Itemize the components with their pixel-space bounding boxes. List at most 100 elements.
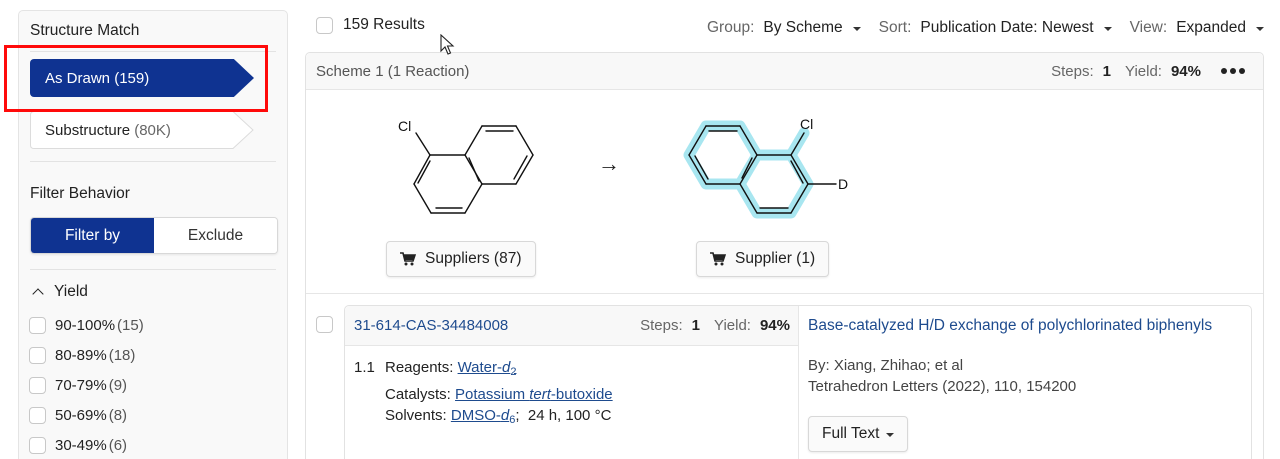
catalysts-line: Catalysts: Potassium tert-butoxide — [385, 384, 613, 406]
as-drawn-option[interactable]: As Drawn (159) — [30, 59, 254, 97]
yield-title: Yield — [54, 283, 88, 300]
scheme-meta: Steps: 1 Yield: 94% — [1051, 63, 1253, 80]
view-label: View: — [1129, 19, 1168, 36]
reference-source: Tetrahedron Letters (2022), 110, 154200 — [808, 378, 1077, 395]
product-structure[interactable]: Cl D — [676, 111, 851, 226]
conditions-text: ; 24 h, 100 °C — [515, 407, 612, 424]
catalysts-label: Catalysts: — [385, 385, 451, 403]
atom-label-cl: Cl — [800, 116, 813, 132]
divider — [30, 161, 276, 162]
cart-icon — [400, 252, 416, 266]
reaction-arrow: → — [598, 151, 620, 176]
sort-value: Publication Date: Newest — [920, 19, 1094, 36]
yield-option-label: 30-49% — [55, 436, 107, 454]
structure-match-title: Structure Match — [30, 22, 140, 39]
sort-label: Sort: — [878, 19, 912, 36]
yield-option-label: 90-100% — [55, 316, 116, 334]
reactant-structure[interactable]: Cl — [386, 111, 536, 221]
step-number: 1.1 — [354, 359, 375, 376]
results-header: 159 Results — [316, 16, 425, 34]
yield-option-count: (8) — [108, 406, 128, 424]
solvent-link[interactable]: DMSO-d6 — [450, 407, 516, 426]
results-controls: Group: By Scheme Sort: Publication Date:… — [689, 19, 1264, 37]
checkbox[interactable] — [29, 436, 46, 454]
more-options-icon[interactable] — [1221, 68, 1245, 74]
view-dropdown[interactable]: View: Expanded — [1130, 19, 1264, 37]
reaction-details: 31-614-CAS-34484008 Steps: 1 Yield: 94% … — [345, 306, 799, 459]
divider — [30, 269, 276, 270]
yield-section-toggle[interactable]: Yield — [30, 283, 88, 301]
yield-option-70-79[interactable]: 70-79% (9) — [29, 370, 144, 400]
sort-dropdown[interactable]: Sort: Publication Date: Newest — [879, 19, 1112, 37]
cart-icon — [710, 252, 726, 266]
view-value: Expanded — [1176, 19, 1246, 36]
divider — [30, 51, 276, 52]
checkbox[interactable] — [29, 376, 46, 394]
caret-down-icon — [1256, 27, 1264, 31]
chevron-shape — [30, 111, 254, 149]
select-all-checkbox[interactable] — [316, 16, 333, 34]
substructure-option[interactable]: Substructure (80K) — [30, 111, 254, 149]
catalyst-link[interactable]: Potassium tert-butoxide — [455, 385, 613, 403]
yield-label: Yield: — [1125, 62, 1162, 80]
reagents-label: Reagents: — [385, 359, 454, 376]
group-value: By Scheme — [763, 19, 843, 36]
yield-option-count: (9) — [108, 376, 128, 394]
filter-behavior-title: Filter Behavior — [30, 185, 130, 202]
atom-label-d: D — [838, 176, 848, 192]
results-count: 159 Results — [343, 16, 425, 33]
yield-value: 94% — [759, 317, 790, 334]
product-supplier-button[interactable]: Supplier (1) — [696, 241, 830, 277]
checkbox[interactable] — [29, 346, 46, 364]
substructure-count: (80K) — [134, 121, 171, 139]
scheme-header: Scheme 1 (1 Reaction) Steps: 1 Yield: 94… — [306, 53, 1263, 90]
yield-option-label: 80-89% — [55, 346, 107, 364]
caret-down-icon — [852, 27, 861, 31]
yield-value: 94% — [1170, 62, 1201, 80]
filter-by-button[interactable]: Filter by — [31, 218, 154, 253]
scheme-title: Scheme 1 (1 Reaction) — [316, 62, 470, 80]
reactant-suppliers-button[interactable]: Suppliers (87) — [386, 241, 536, 277]
checkbox[interactable] — [29, 406, 46, 424]
checkbox[interactable] — [29, 316, 46, 334]
yield-label: Yield: — [714, 317, 751, 334]
yield-option-count: (6) — [108, 436, 128, 454]
as-drawn-count: (159) — [114, 69, 150, 87]
reactant-suppliers-label: Suppliers (87) — [425, 250, 522, 267]
yield-option-30-49[interactable]: 30-49% (6) — [29, 430, 144, 459]
reaction-header: 31-614-CAS-34484008 Steps: 1 Yield: 94% — [345, 306, 798, 346]
substructure-label: Substructure — [45, 121, 131, 139]
yield-option-count: (15) — [117, 316, 144, 334]
full-text-button[interactable]: Full Text — [808, 416, 909, 452]
as-drawn-label: As Drawn — [45, 69, 111, 87]
full-text-label: Full Text — [822, 425, 880, 442]
yield-option-90-100[interactable]: 90-100% (15) — [29, 310, 144, 340]
filter-behavior-toggle: Filter by Exclude — [30, 217, 278, 254]
group-label: Group: — [707, 19, 755, 36]
reaction-select-checkbox[interactable] — [316, 316, 333, 333]
reaction-id-link[interactable]: 31-614-CAS-34484008 — [354, 317, 509, 334]
reference-authors: By: Xiang, Zhihao; et al — [808, 357, 964, 374]
yield-option-80-89[interactable]: 80-89% (18) — [29, 340, 144, 370]
solvents-label: Solvents: — [385, 407, 447, 424]
solvents-line: Solvents: DMSO-d6; 24 h, 100 °C — [385, 405, 613, 432]
reagents-line: Reagents: Water-d2 — [385, 357, 613, 384]
yield-option-50-69[interactable]: 50-69% (8) — [29, 400, 144, 430]
chevron-up-icon — [32, 288, 44, 300]
yield-option-count: (18) — [108, 346, 136, 364]
highlight-annotation-box — [4, 45, 268, 112]
reagent-link[interactable]: Water-d2 — [457, 359, 517, 378]
steps-value: 1 — [1102, 62, 1111, 80]
reaction-card: 31-614-CAS-34484008 Steps: 1 Yield: 94% … — [344, 305, 1252, 459]
exclude-button[interactable]: Exclude — [154, 218, 277, 253]
reference-title-link[interactable]: Base-catalyzed H/D exchange of polychlor… — [808, 317, 1213, 334]
mouse-cursor-icon — [440, 34, 455, 55]
group-dropdown[interactable]: Group: By Scheme — [707, 19, 861, 37]
steps-value: 1 — [691, 317, 700, 334]
steps-label: Steps: — [1051, 62, 1094, 80]
caret-down-icon — [886, 433, 895, 437]
atom-label-cl: Cl — [398, 118, 411, 134]
steps-label: Steps: — [640, 317, 683, 334]
product-supplier-label: Supplier (1) — [735, 250, 816, 267]
filter-sidebar: Structure Match As Drawn (159) Substruct… — [18, 10, 288, 459]
